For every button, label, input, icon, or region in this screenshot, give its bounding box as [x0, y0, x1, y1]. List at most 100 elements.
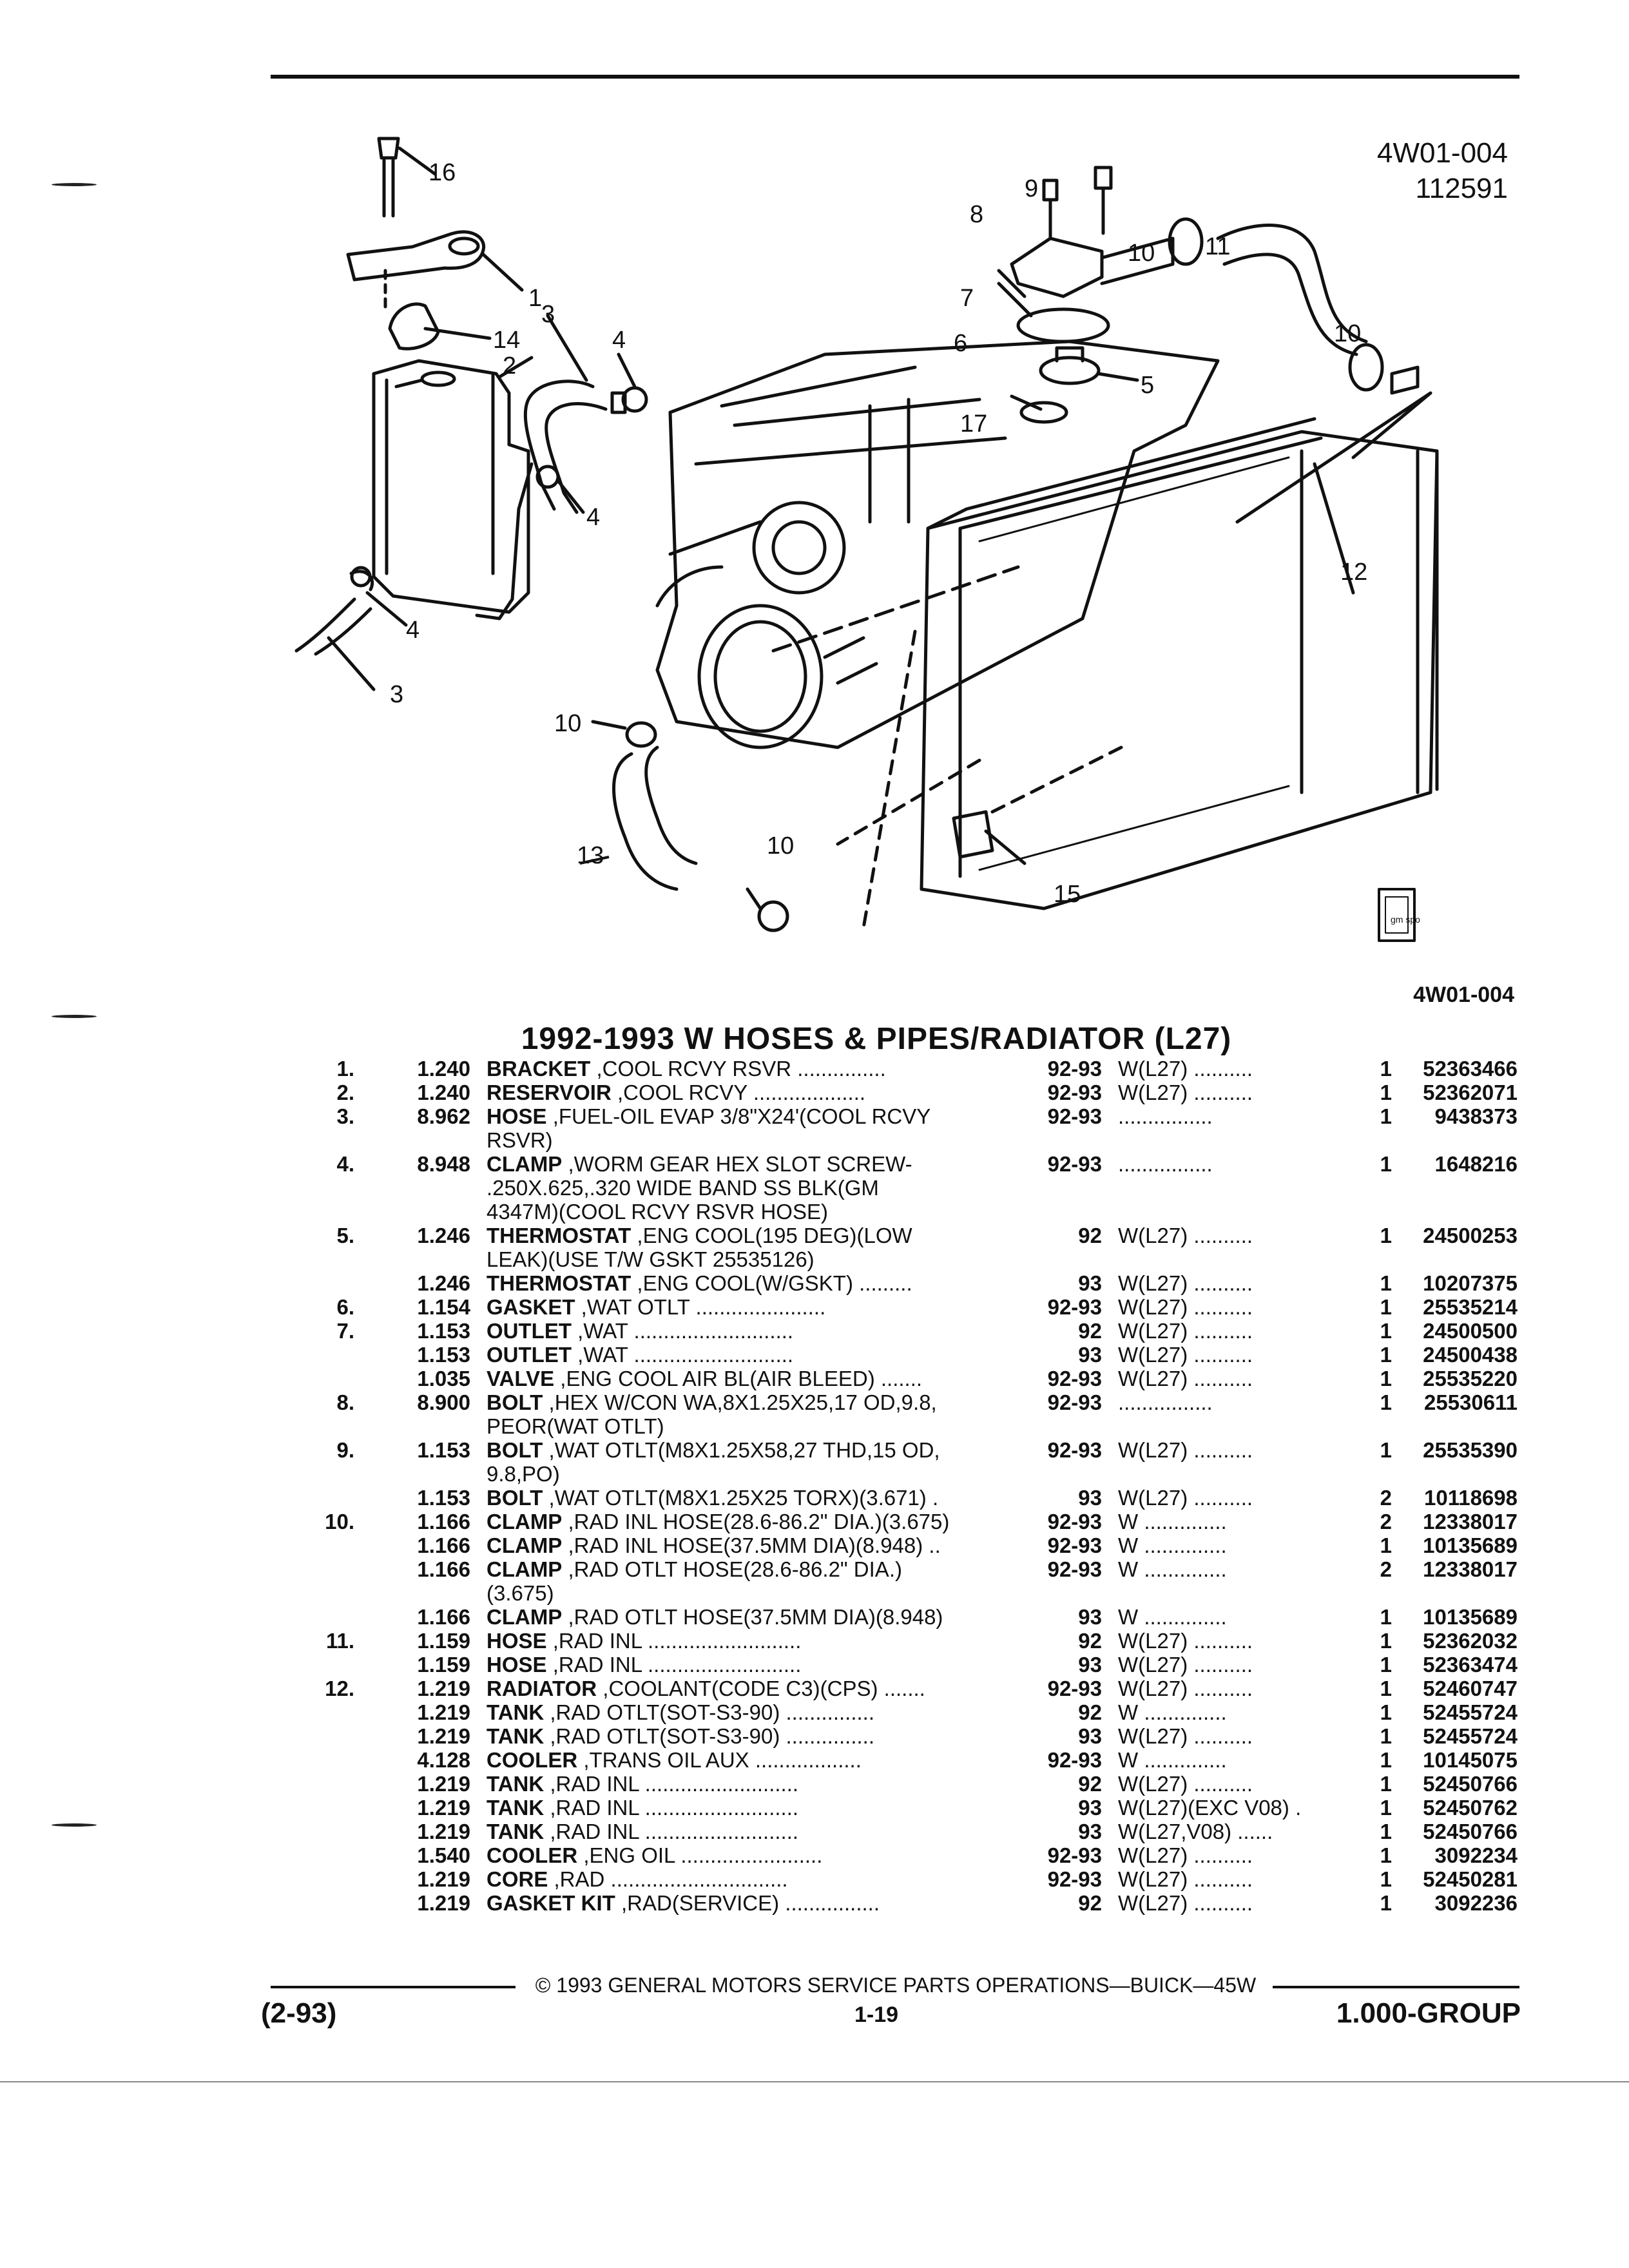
part-number: 52455724	[1423, 1724, 1518, 1748]
callout-2: 2	[503, 352, 516, 380]
part-number: 52450766	[1423, 1820, 1518, 1843]
part-number: 10207375	[1423, 1271, 1518, 1295]
part-description: RESERVOIR ,COOL RCVY ...................	[487, 1081, 1324, 1105]
lower-hose-13-drawing	[591, 629, 981, 932]
part-years: 92	[1078, 1319, 1102, 1343]
part-years: 92-93	[1047, 1557, 1102, 1581]
part-model: W(L27) ..........	[1118, 1057, 1253, 1081]
part-years: 93	[1078, 1724, 1102, 1748]
clamp-4-upper-drawing	[617, 352, 648, 413]
part-ref-number: 11.	[325, 1629, 354, 1653]
part-quantity: 1	[1380, 1390, 1392, 1414]
part-quantity: 1	[1380, 1081, 1392, 1104]
part-name: GASKET KIT	[487, 1891, 615, 1915]
callout-8: 8	[970, 201, 983, 228]
part-model: W(L27) ..........	[1118, 1843, 1253, 1867]
part-years: 92-93	[1047, 1152, 1102, 1176]
part-quantity: 1	[1380, 1057, 1392, 1081]
callout-17: 17	[960, 410, 987, 437]
callout-10-right: 10	[1334, 320, 1361, 347]
part-model: W ..............	[1118, 1748, 1227, 1772]
part-leader: ..........................	[641, 1629, 802, 1653]
part-row-continuation: .250X.625,.320 WIDE BAND SS BLK(GM	[303, 1176, 1521, 1200]
part-group-number: 1.246	[417, 1271, 470, 1295]
part-number: 12338017	[1423, 1557, 1518, 1581]
part-description: BOLT ,HEX W/CON WA,8X1.25X25,17 OD,9.8,	[487, 1390, 1324, 1415]
part-years: 92-93	[1047, 1510, 1102, 1533]
part-model: W(L27) ..........	[1118, 1224, 1253, 1247]
part-leader: ...........................	[628, 1319, 794, 1343]
footer-rule-left	[271, 1986, 516, 1988]
part-years: 92-93	[1047, 1081, 1102, 1104]
part-quantity: 1	[1380, 1653, 1392, 1677]
part-detail: ,ENG COOL AIR BL(AIR BLEED)	[554, 1367, 875, 1390]
callout-14: 14	[493, 327, 520, 354]
callout-12: 12	[1340, 559, 1367, 586]
part-quantity: 1	[1380, 1772, 1392, 1796]
part-description-continued: 9.8,PO)	[487, 1462, 560, 1486]
part-detail: ,WORM GEAR HEX SLOT SCREW-	[562, 1152, 912, 1176]
part-group-number: 1.153	[417, 1438, 470, 1462]
part-model: W(L27)(EXC V08) .	[1118, 1796, 1302, 1820]
scan-mark	[52, 183, 97, 186]
part-row-continuation: RSVR)	[303, 1128, 1521, 1152]
callout-1: 1	[528, 285, 542, 312]
part-quantity: 1	[1380, 1820, 1392, 1843]
part-number: 52362032	[1423, 1629, 1518, 1653]
part-description: TANK ,RAD OTLT(SOT-S3-90) ..............…	[487, 1700, 1324, 1725]
callout-3-lower: 3	[390, 681, 403, 708]
part-quantity: 1	[1380, 1891, 1392, 1915]
part-detail: ,COOLANT(CODE C3)(CPS)	[597, 1677, 878, 1700]
part-description: CLAMP ,RAD OTLT HOSE(37.5MM DIA)(8.948)	[487, 1605, 1324, 1629]
part-group-number: 1.166	[417, 1510, 470, 1533]
part-number: 1648216	[1434, 1152, 1518, 1176]
part-ref-number: 10.	[325, 1510, 354, 1533]
part-years: 93	[1078, 1653, 1102, 1677]
part-leader: .	[926, 1486, 939, 1510]
part-leader: ..........................	[639, 1772, 799, 1796]
part-number: 9438373	[1434, 1104, 1518, 1128]
part-leader: ...................	[747, 1081, 866, 1104]
part-description-continued: LEAK)(USE T/W GSKT 25535126)	[487, 1247, 815, 1271]
engine-block-drawing	[655, 340, 1220, 749]
part-quantity: 1	[1380, 1438, 1392, 1462]
part-leader: .......	[878, 1677, 925, 1700]
part-group-number: 4.128	[417, 1748, 470, 1772]
part-years: 92	[1078, 1772, 1102, 1796]
part-model: W ..............	[1118, 1533, 1227, 1557]
figure-id-block: 4W01-004 112591	[1289, 135, 1508, 206]
part-name: OUTLET	[487, 1343, 572, 1367]
part-quantity: 2	[1380, 1557, 1392, 1581]
part-years: 92	[1078, 1700, 1102, 1724]
part-group-number: 1.219	[417, 1867, 470, 1891]
part-years: 92-93	[1047, 1748, 1102, 1772]
part-leader: ..........................	[639, 1820, 799, 1843]
part-group-number: 1.159	[417, 1653, 470, 1677]
part-detail: ,WAT OTLT(M8X1.25X25 TORX)(3.671)	[543, 1486, 927, 1510]
scan-mark	[52, 1823, 97, 1827]
part-name: THERMOSTAT	[487, 1271, 631, 1295]
part-quantity: 1	[1380, 1295, 1392, 1319]
part-quantity: 1	[1380, 1796, 1392, 1820]
part-name: HOSE	[487, 1104, 547, 1128]
part-number: 52450281	[1423, 1867, 1518, 1891]
part-description: VALVE ,ENG COOL AIR BL(AIR BLEED) ......…	[487, 1367, 1324, 1391]
part-name: TANK	[487, 1724, 545, 1748]
part-model: W(L27) ..........	[1118, 1891, 1253, 1915]
callout-15: 15	[1054, 881, 1081, 908]
part-number: 24500253	[1423, 1224, 1518, 1247]
part-number: 3092236	[1434, 1891, 1518, 1915]
part-group-number: 1.166	[417, 1533, 470, 1557]
part-model: ................	[1118, 1390, 1213, 1414]
footer-rule-right	[1273, 1986, 1519, 1988]
